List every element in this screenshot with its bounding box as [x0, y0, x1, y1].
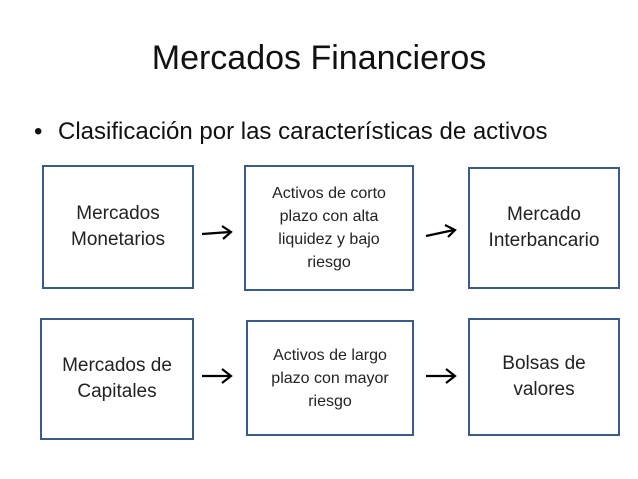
box-label: Bolsas de valores	[502, 353, 586, 400]
right-arrow-icon	[201, 225, 233, 240]
box-mercados-monetarios: Mercados Monetarios	[42, 165, 194, 289]
box-label: Mercados de Capitales	[62, 355, 172, 402]
box-mercado-interbancario: Mercado Interbancario	[468, 167, 620, 289]
box-label: Mercados Monetarios	[71, 203, 165, 250]
bullet-item: • Clasificación por las características d…	[34, 116, 548, 148]
slide-title: Mercados Financieros	[151, 39, 487, 77]
box-label: Mercado Interbancario	[488, 204, 600, 251]
box-label: Activos de largo plazo con mayor riesgo	[271, 346, 389, 410]
right-arrow-icon	[425, 224, 457, 238]
box-mercados-capitales: Mercados de Capitales	[40, 318, 194, 440]
bullet-text: Clasificación por las características de…	[58, 118, 548, 145]
right-arrow-icon	[426, 368, 457, 384]
right-arrow-icon	[202, 368, 233, 384]
box-label: Activos de corto plazo con alta liquidez…	[272, 185, 386, 271]
box-bolsas-valores: Bolsas de valores	[468, 318, 620, 436]
box-activos-corto-plazo: Activos de corto plazo con alta liquidez…	[244, 165, 414, 291]
bullet-marker: •	[34, 118, 43, 145]
box-activos-largo-plazo: Activos de largo plazo con mayor riesgo	[246, 320, 414, 436]
